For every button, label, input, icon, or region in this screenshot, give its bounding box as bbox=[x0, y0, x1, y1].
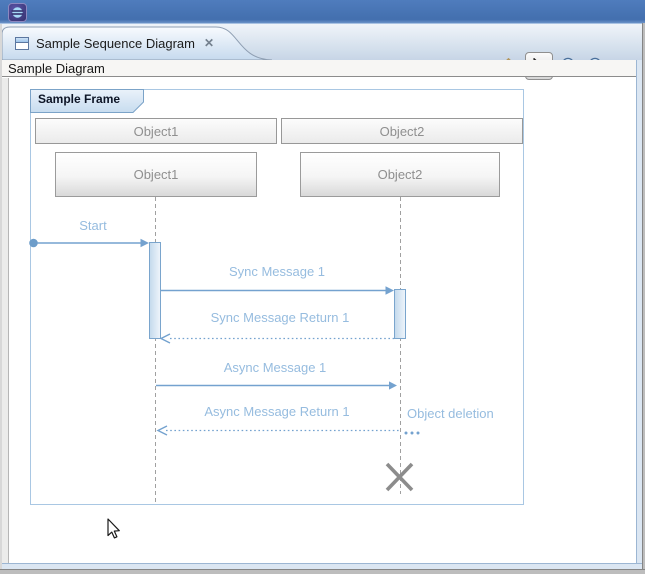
tab-title: Sample Sequence Diagram bbox=[36, 35, 195, 51]
message-label-async-1[interactable]: Async Message 1 bbox=[223, 360, 327, 375]
lifeline-name: Object1 bbox=[133, 167, 179, 182]
column-header-object1[interactable]: Object1 bbox=[35, 118, 277, 144]
window-edge-bottom-inner bbox=[2, 563, 642, 569]
frame-label-text: Sample Frame bbox=[38, 92, 121, 106]
lifeline-head-object2[interactable]: Object2 bbox=[300, 152, 500, 197]
message-label-async-return-1[interactable]: Async Message Return 1 bbox=[204, 404, 350, 419]
mouse-cursor bbox=[107, 518, 120, 539]
palette-collapsed-strip[interactable] bbox=[2, 78, 9, 563]
window-edge-right-outer bbox=[642, 23, 645, 574]
column-header-object2[interactable]: Object2 bbox=[281, 118, 523, 144]
eclipse-logo-icon bbox=[8, 3, 27, 22]
window-titlebar bbox=[0, 0, 645, 24]
message-label-object-deletion[interactable]: Object deletion bbox=[407, 406, 494, 421]
diagram-header-row: Sample Diagram bbox=[2, 60, 643, 77]
lifeline-name: Object2 bbox=[377, 167, 423, 182]
tab-close-icon[interactable]: ✕ bbox=[203, 36, 215, 50]
window-edge-bottom-outer bbox=[0, 569, 645, 574]
column-header-text: Object2 bbox=[379, 123, 425, 139]
message-label-sync-return-1[interactable]: Sync Message Return 1 bbox=[210, 310, 350, 325]
editor-tab[interactable]: Sample Sequence Diagram ✕ bbox=[15, 33, 216, 53]
window-edge-right-inner bbox=[636, 60, 642, 564]
message-label-sync-1[interactable]: Sync Message 1 bbox=[228, 264, 326, 279]
editor-tab-shape bbox=[2, 26, 273, 60]
frame-label[interactable]: Sample Frame bbox=[30, 89, 144, 113]
editor-tabbar: Sample Sequence Diagram ✕ bbox=[2, 24, 643, 80]
message-label-start[interactable]: Start bbox=[79, 218, 107, 233]
column-header-text: Object1 bbox=[133, 123, 179, 139]
diagram-name: Sample Diagram bbox=[8, 61, 105, 76]
diagram-editor-icon bbox=[15, 36, 29, 50]
lifeline-head-object1[interactable]: Object1 bbox=[55, 152, 257, 197]
window-edge-left bbox=[0, 24, 2, 574]
